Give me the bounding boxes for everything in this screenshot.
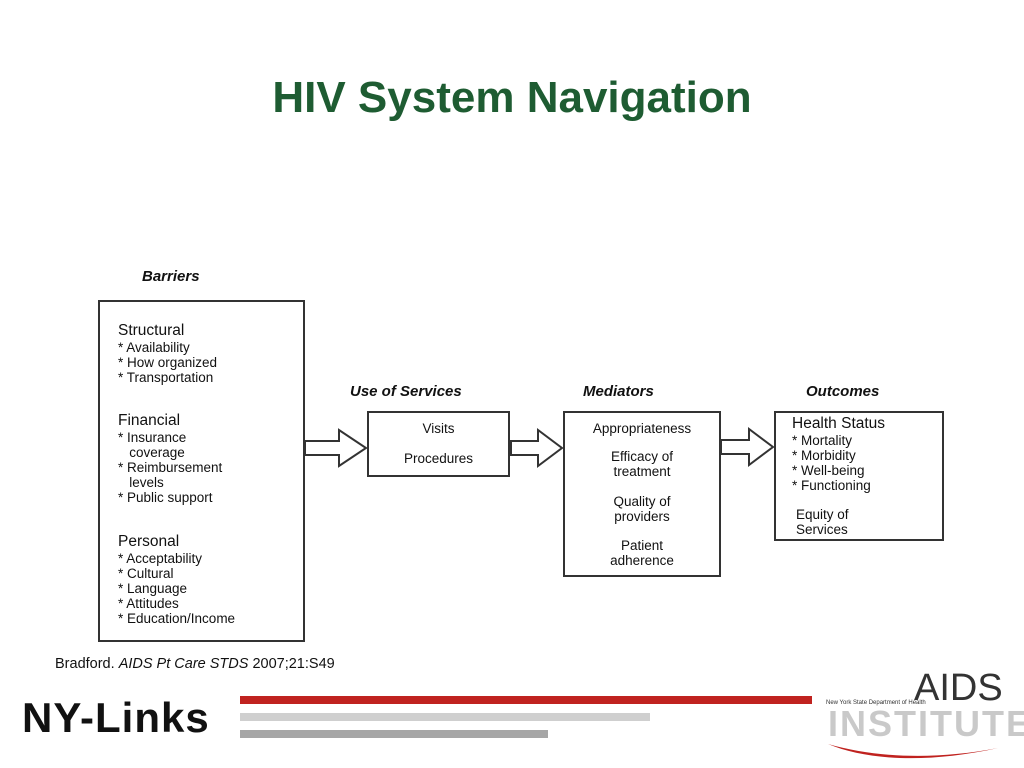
use-of-services-heading: Use of Services [350,383,462,400]
citation-journal: AIDS Pt Care STDS [118,656,249,672]
mediators-heading: Mediators [583,383,654,400]
outcome-item: * Mortality [792,433,853,448]
mediators-box: Appropriateness Efficacy of treatment Qu… [563,411,721,577]
outcomes-box: Health Status * Mortality * Morbidity * … [774,411,944,541]
barrier-item: * Attitudes [118,596,179,611]
barrier-item: * Cultural [118,566,174,581]
outcome-extra-line: Equity of [796,507,849,522]
barrier-item: coverage [118,445,185,460]
barrier-item: * Reimbursement [118,460,223,475]
aids-institute-logo-small: New York State Department of Health [826,700,926,706]
citation: Bradford. AIDS Pt Care STDS 2007;21:S49 [55,656,335,672]
outcomes-extra: Equity of Services [796,507,849,537]
barrier-group-title: Financial [118,412,181,429]
barriers-heading: Barriers [142,268,200,285]
mediator-item: adherence [610,553,674,568]
barrier-group-title: Structural [118,322,185,339]
barrier-item: * Public support [118,490,213,505]
mediator-item: Patient [620,538,664,553]
red-bar [240,696,812,704]
mediator-item: treatment [613,464,671,479]
outcomes-group: Health Status * Mortality * Morbidity * … [792,415,885,493]
arrow-right-icon [510,428,564,468]
outcomes-group-title: Health Status [792,415,886,432]
outcomes-heading: Outcomes [806,383,880,400]
aids-institute-logo-top: AIDS [914,667,1003,709]
barriers-box: Structural * Availability * How organize… [98,300,305,642]
barrier-group-structural: Structural * Availability * How organize… [118,322,217,385]
barrier-item: * Availability [118,340,190,355]
outcome-item: * Well-being [792,463,865,478]
ny-links-logo: NY-Links [22,694,210,741]
barrier-item: * Education/Income [118,611,236,626]
page-title: HIV System Navigation [272,73,752,122]
service-item-visits: Visits [422,421,455,436]
barrier-item: * Acceptability [118,551,203,566]
mediator-item: Efficacy of [610,449,674,464]
citation-author: Bradford. [55,656,115,672]
barrier-item: * How organized [118,355,218,370]
outcome-item: * Functioning [792,478,871,493]
aids-swoosh-icon [828,744,998,759]
outcome-item: * Morbidity [792,448,856,463]
use-of-services-box: Visits Procedures [367,411,510,477]
aids-institute-logo-bottom: INSTITUTE [828,703,1024,744]
mediator-item: Appropriateness [592,421,692,436]
gray-bar-dark [240,730,548,738]
outcome-extra-line: Services [796,522,848,537]
mediator-item: providers [614,509,670,524]
barrier-group-title: Personal [118,533,180,550]
arrow-right-icon [304,428,368,468]
barrier-item: levels [118,475,164,490]
barrier-group-personal: Personal * Acceptability * Cultural * La… [118,533,235,626]
barrier-group-financial: Financial * Insurance coverage * Reimbur… [118,412,222,505]
arrow-right-icon [720,427,775,467]
mediator-item: Quality of [613,494,671,509]
service-item-procedures: Procedures [403,451,474,466]
citation-ref: 2007;21:S49 [252,656,335,672]
barrier-item: * Insurance [118,430,187,445]
gray-bar-light [240,713,650,721]
barrier-item: * Transportation [118,370,214,385]
barrier-item: * Language [118,581,188,596]
